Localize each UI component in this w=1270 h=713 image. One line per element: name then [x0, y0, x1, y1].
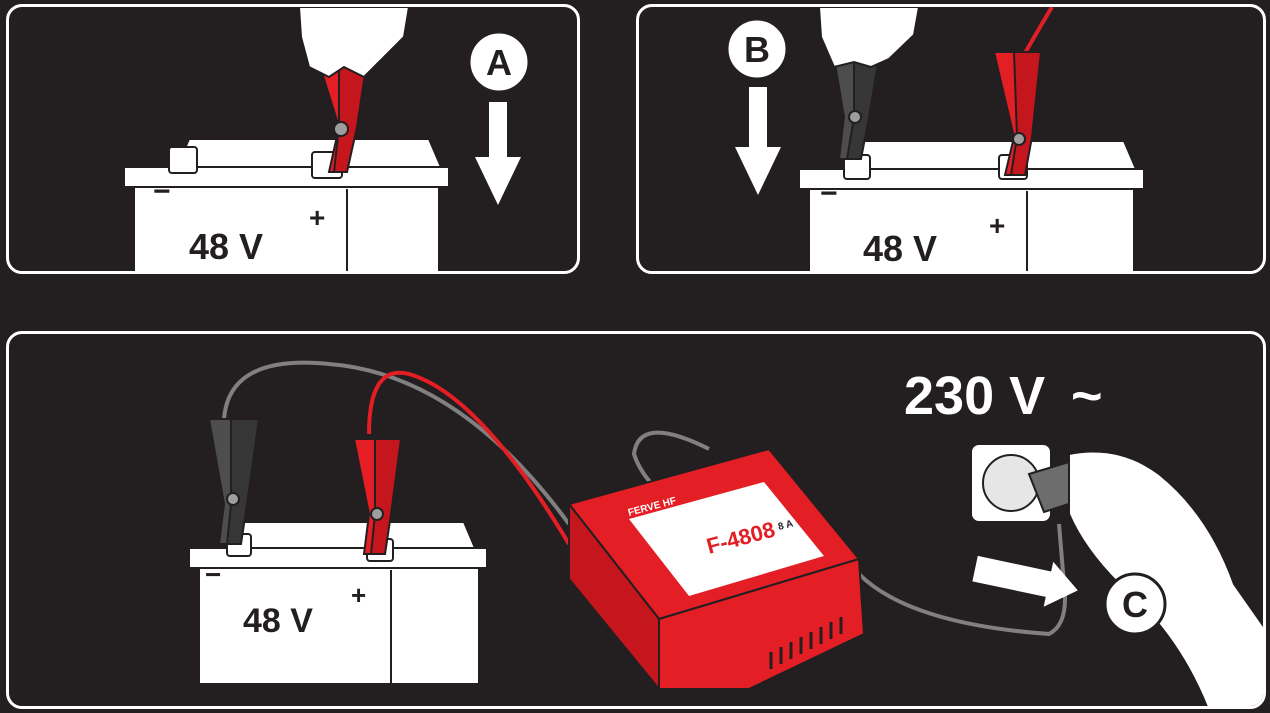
battery-c-minus: − — [205, 559, 221, 590]
step-c-panel: − + 48 V — [6, 331, 1266, 709]
hand-b — [817, 7, 921, 69]
step-b-panel: − + 48 V B — [636, 4, 1266, 274]
step-a-badge — [467, 30, 531, 94]
battery-a — [123, 138, 450, 271]
hand-a — [297, 7, 411, 79]
battery-b — [798, 140, 1145, 271]
step-b-letter: B — [744, 29, 770, 70]
red-cable-c — [367, 370, 571, 546]
step-a-letter: A — [486, 42, 512, 83]
battery-b-voltage: 48 V — [863, 228, 937, 269]
battery-c-plus: + — [351, 580, 366, 610]
wall-socket — [970, 443, 1052, 523]
ac-symbol: ~ — [1071, 366, 1103, 426]
battery-c-voltage: 48 V — [243, 602, 313, 640]
charger — [567, 447, 866, 692]
battery-a-plus: + — [309, 202, 325, 233]
arrow-plug-in-c — [972, 555, 1078, 607]
battery-b-minus: − — [820, 177, 838, 210]
battery-b-plus: + — [989, 210, 1005, 241]
hand-c — [1068, 450, 1263, 706]
step-c-illustration: − + 48 V — [188, 360, 1263, 706]
red-clamp-b — [992, 51, 1043, 176]
step-c-badge — [1103, 572, 1167, 636]
step-b-illustration: − + 48 V B — [725, 7, 1145, 271]
step-a-panel: − + 48 V A — [6, 4, 580, 274]
step-c-letter: C — [1122, 584, 1148, 625]
step-a-illustration: − + 48 V A — [123, 7, 531, 271]
battery-c — [188, 521, 488, 685]
battery-a-minus: − — [153, 175, 171, 208]
arrow-down-a — [475, 102, 521, 205]
arrow-down-b — [735, 87, 781, 195]
battery-a-voltage: 48 V — [189, 226, 263, 267]
step-b-badge — [725, 17, 789, 81]
mains-cable-plug — [857, 523, 1067, 637]
mains-voltage: 230 V — [904, 366, 1045, 426]
red-clamp-a — [312, 46, 371, 173]
charger-rating: 8 A — [777, 518, 795, 533]
red-clamp-c — [352, 438, 403, 555]
red-cable-b — [1022, 7, 1054, 56]
black-clamp-c — [207, 418, 261, 545]
